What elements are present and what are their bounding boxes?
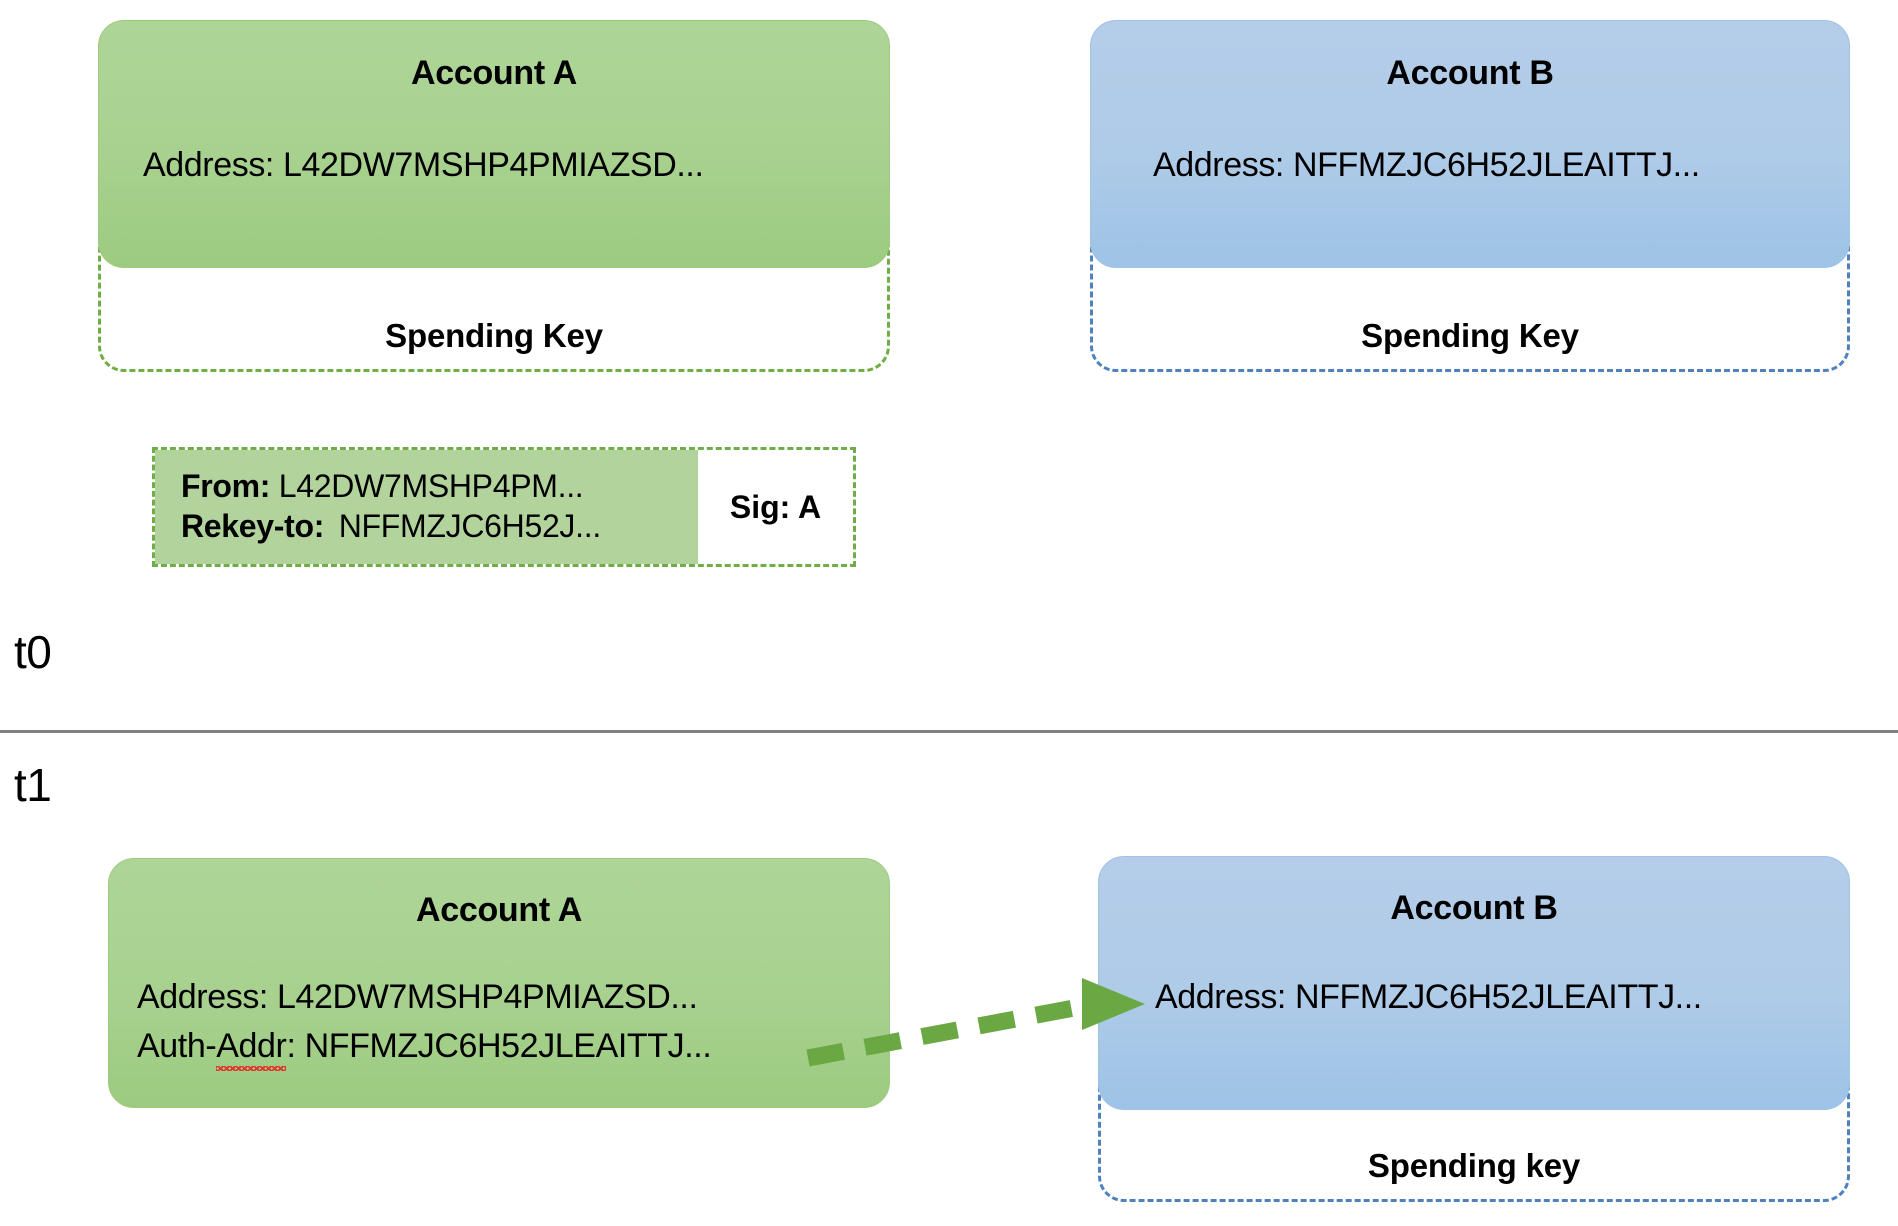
t1-account-a-auth-addr-row: Auth-Addr: NFFMZJC6H52JLEAITTJ... bbox=[137, 1027, 889, 1071]
timeline-label-t0: t0 bbox=[14, 626, 52, 678]
t1-account-b-card: Account B Address: NFFMZJC6H52JLEAITTJ..… bbox=[1098, 856, 1850, 1110]
t0-transaction-from-key: From: bbox=[181, 468, 271, 505]
t0-transaction-fields: From: L42DW7MSHP4PM... Rekey-to: NFFMZJC… bbox=[155, 450, 698, 564]
t1-account-a-auth-prefix: Auth- bbox=[137, 1027, 217, 1065]
t1-account-a-card: Account A Address: L42DW7MSHP4PMIAZSD...… bbox=[108, 858, 890, 1108]
t0-account-b-spending-key-label: Spending Key bbox=[1361, 317, 1579, 354]
t0-rekey-transaction-box: From: L42DW7MSHP4PM... Rekey-to: NFFMZJC… bbox=[152, 447, 856, 567]
timeline-label-t1: t1 bbox=[14, 759, 52, 811]
t0-transaction-rekey-value: NFFMZJC6H52J... bbox=[338, 508, 602, 544]
t0-account-b-address: Address: NFFMZJC6H52JLEAITTJ... bbox=[1153, 146, 1700, 184]
t1-account-a-auth-misspelled-word: Addr bbox=[216, 1027, 287, 1071]
t0-transaction-signature-section: Sig: A bbox=[698, 450, 853, 564]
t1-account-b-address: Address: NFFMZJC6H52JLEAITTJ... bbox=[1155, 978, 1702, 1016]
t0-transaction-rekey-key: Rekey-to: bbox=[181, 508, 325, 544]
t1-account-a-auth-value: : NFFMZJC6H52JLEAITTJ... bbox=[286, 1027, 712, 1065]
t0-account-a-address: Address: L42DW7MSHP4PMIAZSD... bbox=[143, 146, 704, 184]
t0-transaction-signature-label: Sig: A bbox=[729, 488, 822, 525]
timeline-divider bbox=[0, 730, 1898, 733]
t0-transaction-from-value: L42DW7MSHP4PM... bbox=[278, 468, 584, 505]
t1-account-a-address: Address: L42DW7MSHP4PMIAZSD... bbox=[137, 978, 698, 1016]
t0-account-a-spending-key-label: Spending Key bbox=[385, 317, 603, 354]
t0-account-a-card: Account A Address: L42DW7MSHP4PMIAZSD... bbox=[98, 20, 890, 268]
t0-account-a-title: Account A bbox=[410, 54, 578, 92]
t0-transaction-from-row: From: L42DW7MSHP4PM... bbox=[181, 467, 698, 507]
t0-account-b-title: Account B bbox=[1386, 54, 1554, 92]
t1-account-b-spending-key-label: Spending key bbox=[1367, 1147, 1581, 1184]
t1-account-b-title: Account B bbox=[1390, 889, 1558, 927]
t0-account-b-card: Account B Address: NFFMZJC6H52JLEAITTJ..… bbox=[1090, 20, 1850, 268]
t0-transaction-rekey-row: Rekey-to: NFFMZJC6H52J... bbox=[181, 507, 698, 547]
t1-account-a-title: Account A bbox=[415, 891, 583, 929]
